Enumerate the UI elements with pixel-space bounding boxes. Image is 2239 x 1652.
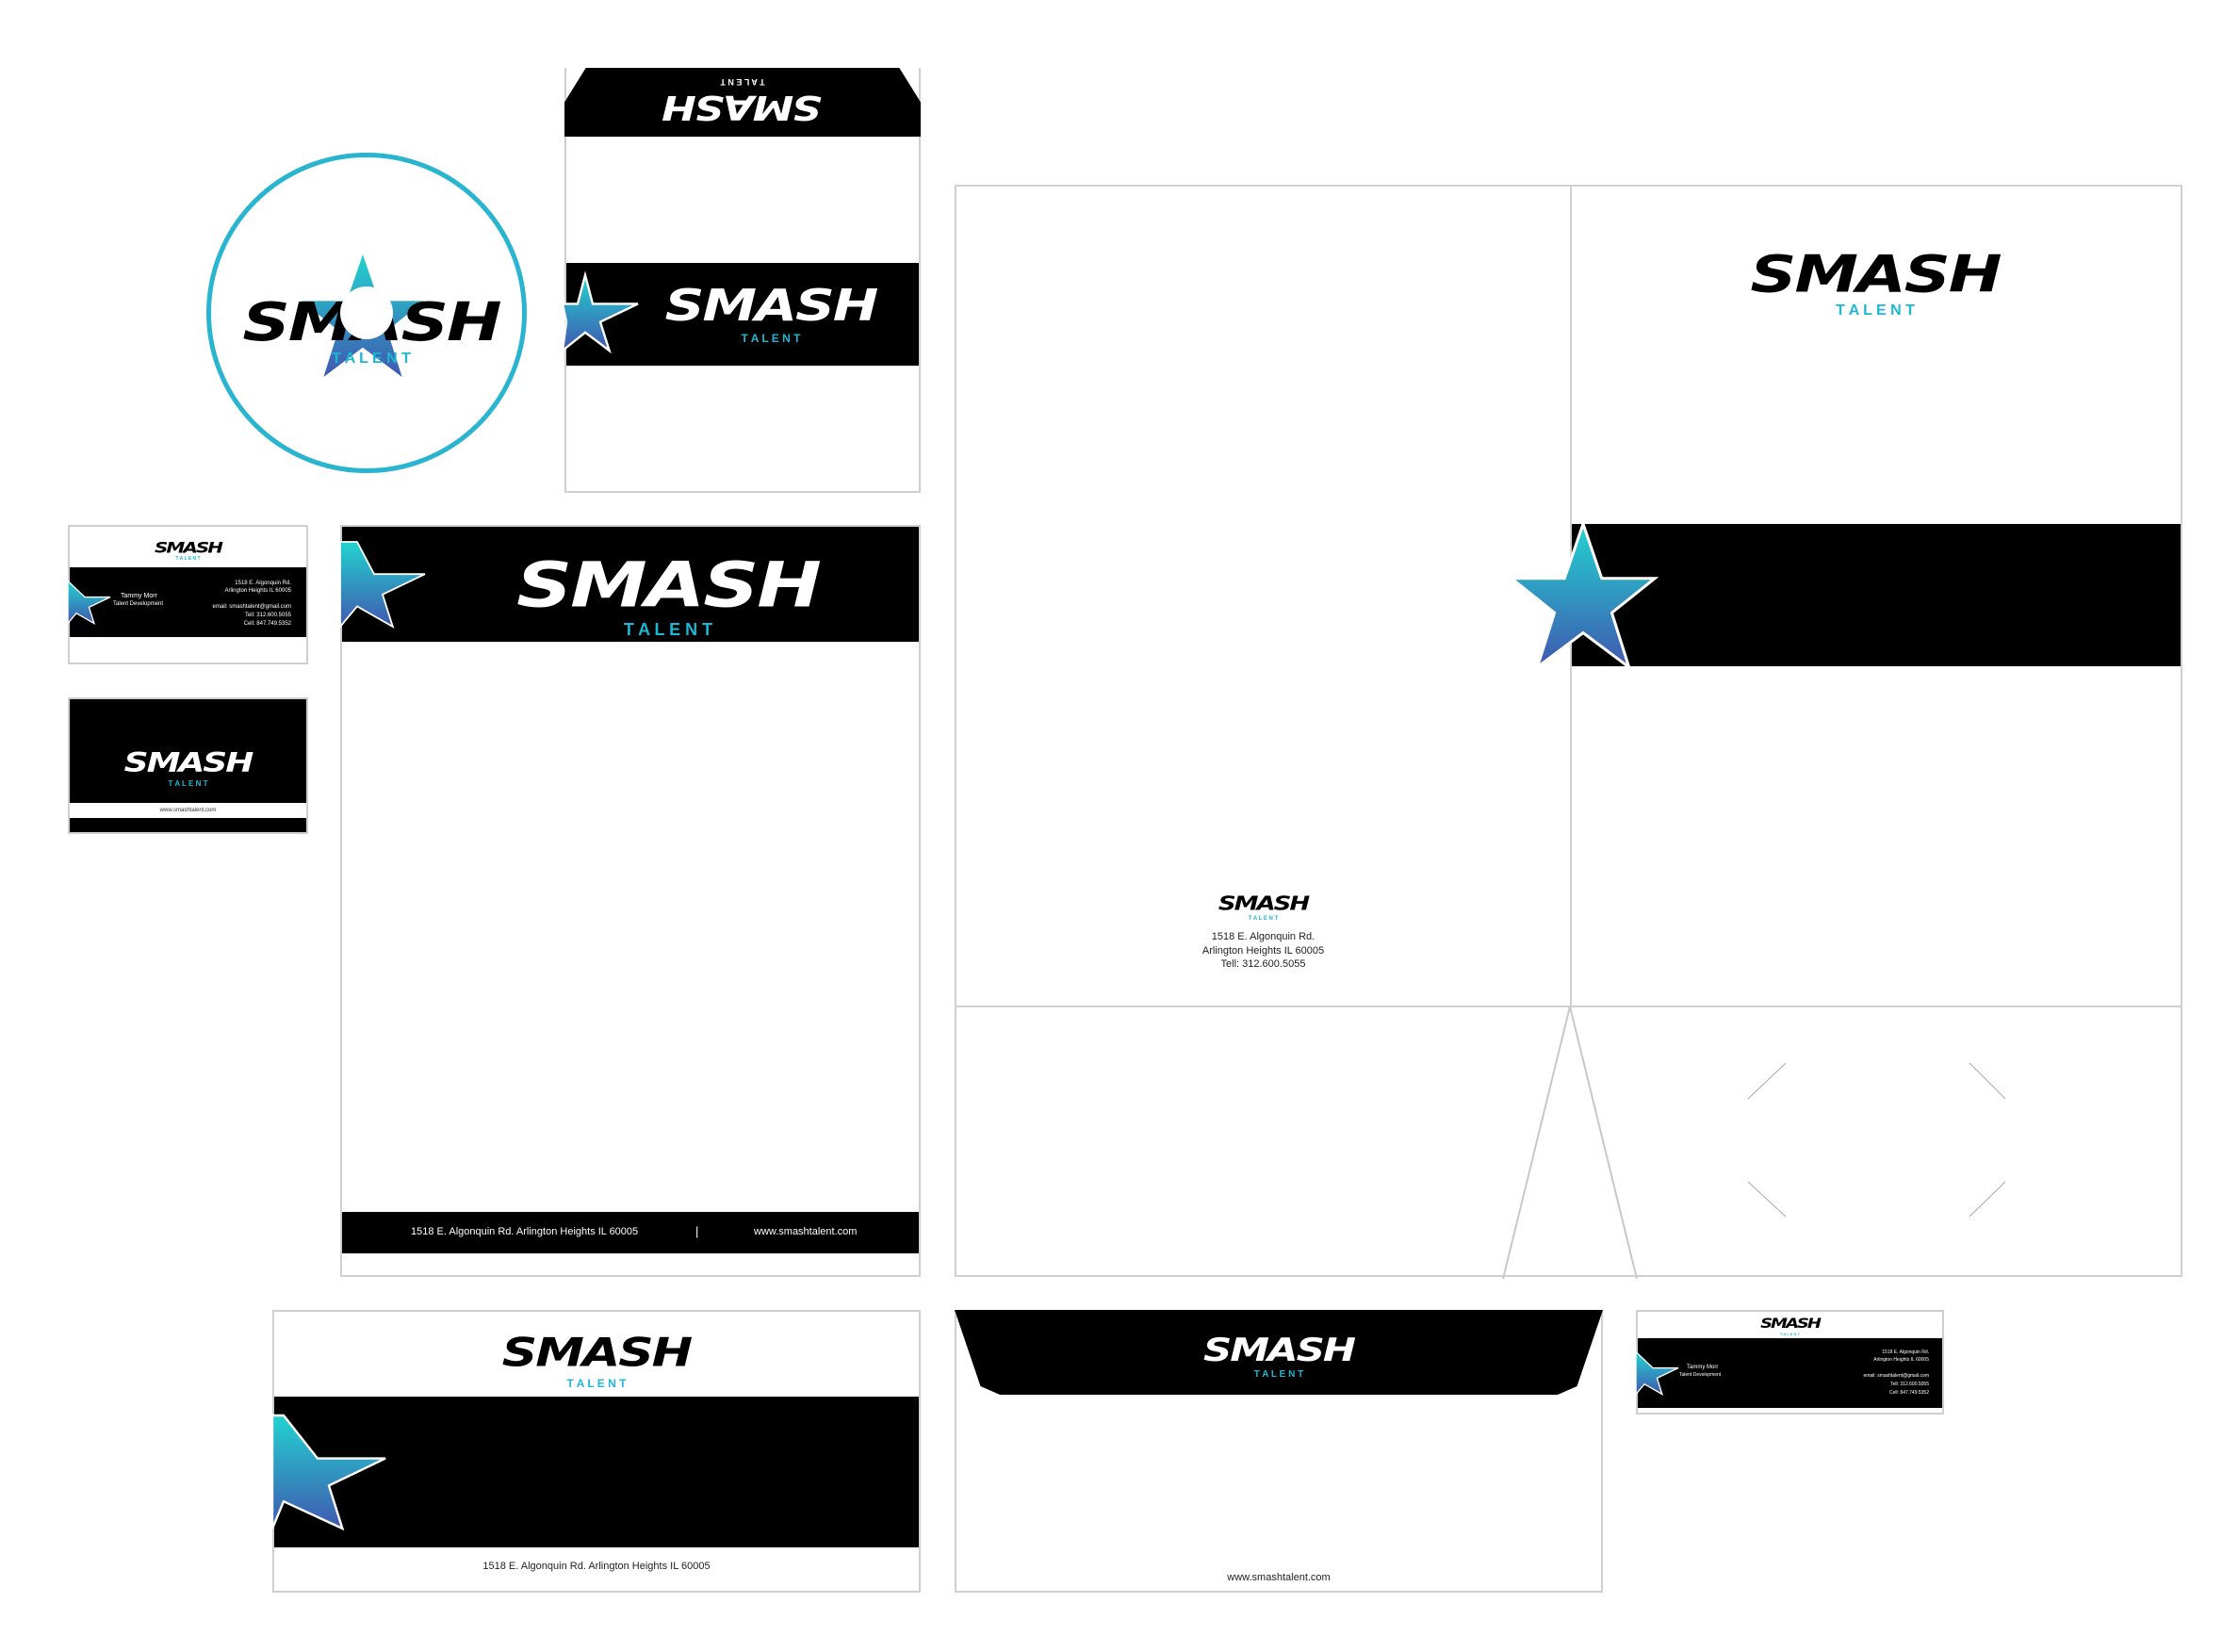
envelope-back: SMASH T A L E N T www.smashtalent.com [955,1310,1603,1593]
card-back-logo: SMASH T A L E N T [123,747,254,788]
envelope-banner [274,1397,919,1547]
letterhead-footer [342,1212,919,1253]
folder-tel: Tell: 312.600.5055 [1220,958,1306,970]
cd-sleeve: SMASH T A L E N T SMASH T A L E N T [561,68,921,493]
small-card-tel: Tell: 312.600.5055 [1890,1382,1929,1387]
envelope-flap [955,1310,1603,1395]
card-address2: Arlington Heights IL 60005 [224,588,292,594]
card-name: Tammy Morr [121,593,157,599]
letterhead: SMASH T A L E N T 1518 E. Algonquin Rd. … [339,525,921,1277]
folder-address2: Arlington Heights IL 60005 [1201,945,1325,957]
card-title: Talent Development [113,601,164,607]
sleeve-flap-logo: SMASH T A L E N T [662,77,823,126]
folder-banner [1572,524,2181,666]
card-tel: Tell: 312.600.5055 [244,613,291,618]
small-card-cell: Cell: 847.749.5352 [1889,1390,1929,1396]
letterhead-address: 1518 E. Algonquin Rd. Arlington Heights … [411,1226,639,1237]
envelope-website: www.smashtalent.com [1227,1572,1331,1583]
envelope-front: SMASH T A L E N T 1518 E. Algonquin Rd. … [270,1310,921,1593]
presentation-folder: SMASH T A L E N T SMASH T A L E N T 1518… [955,185,2182,1279]
small-card-address1: 1518 E. Algonquin Rd. [1882,1349,1929,1355]
small-card-title: Talent Development [1679,1372,1722,1378]
sleeve-flap [564,68,921,137]
cd-disc: SMASH T A L E N T [206,153,527,473]
sleeve-banner [566,263,919,366]
envelope-logo: SMASH T A L E N T [501,1331,693,1390]
star-icon [67,579,111,626]
star-icon [1635,1349,1679,1397]
cd-hole [340,286,393,339]
business-card-small: SMASH T A L E N T Tammy Morr Talent Deve… [1635,1310,1944,1415]
letterhead-website: www.smashtalent.com [754,1226,858,1237]
star-icon [339,541,426,630]
folder-logo: SMASH T A L E N T [1750,245,2002,319]
small-card-name: Tammy Morr [1687,1365,1719,1370]
star-icon [561,270,639,354]
star-icon [270,1414,386,1531]
letterhead-logo: SMASH T A L E N T [516,549,822,639]
envelope-flap-logo: SMASH T A L E N T [1203,1332,1356,1380]
letterhead-banner [342,527,919,642]
folder-back-logo: SMASH T A L E N T [1218,892,1310,922]
folder-address1: 1518 E. Algonquin Rd. [1211,931,1316,942]
card-back-strip: www.smashtalent.com [70,803,306,818]
folder-pocket-fold [956,1006,2181,1007]
card-logo: SMASH T A L E N T [155,538,223,562]
star-icon [1507,519,1659,672]
card-address1: 1518 E. Algonquin Rd. [235,581,291,586]
small-card-banner [1638,1338,1942,1408]
small-card-email: email: smashtalent@gmail.com [1863,1373,1929,1379]
business-card-back: SMASH T A L E N T www.smashtalent.com [68,697,308,834]
sleeve-logo: SMASH T A L E N T [664,279,879,345]
card-website: www.smashtalent.com [159,808,217,813]
envelope-address: 1518 E. Algonquin Rd. Arlington Heights … [482,1561,711,1572]
card-email: email: smashtalent@gmail.com [212,604,291,610]
small-card-address2: Arlington Heights IL 60005 [1873,1357,1929,1363]
card-banner [70,567,306,637]
small-card-logo: SMASH T A L E N T [1760,1316,1822,1336]
folder-pocket-cutlines [1502,1006,2006,1279]
card-cell: Cell: 847.749.5352 [243,621,291,627]
business-card-front: SMASH T A L E N T Tammy Morr Talent Deve… [67,525,308,664]
separator: | [695,1224,699,1238]
